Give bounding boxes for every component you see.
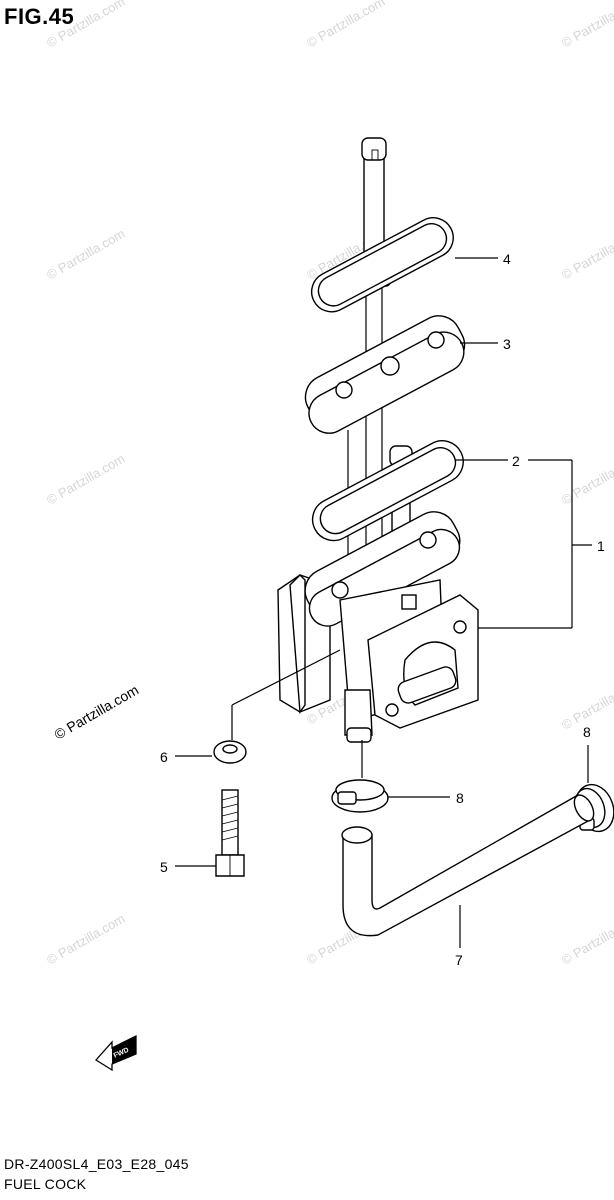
callout-3: 3: [503, 336, 511, 352]
figure-title: FIG.45: [4, 4, 75, 29]
washer-part-6: [213, 740, 247, 764]
gasket-plate-part-3: [304, 315, 466, 434]
o-ring-part-2: [311, 440, 464, 542]
diagram-code: DR-Z400SL4_E03_E28_045: [4, 1156, 189, 1172]
watermark: © Partzilla.com: [559, 911, 614, 968]
watermark: © Partzilla.com: [44, 911, 127, 968]
forward-direction-arrow-icon: FWD: [95, 1034, 137, 1072]
callout-7: 7: [455, 952, 463, 968]
watermark: © Partzilla.com: [304, 0, 387, 51]
callout-6: 6: [160, 749, 168, 765]
section-name: FUEL COCK: [4, 1176, 87, 1192]
callout-2: 2: [512, 453, 520, 469]
callout-8b: 8: [583, 724, 591, 740]
callout-8a: 8: [456, 790, 464, 806]
callout-labels: 4 3 2 1 6 5 8 8 7: [160, 251, 605, 968]
watermark: © Partzilla.com: [559, 226, 614, 283]
watermark: © Partzilla.com: [44, 226, 127, 283]
watermark: © Partzilla.com: [559, 0, 614, 51]
hose-clamp-part-8-left: [331, 779, 389, 813]
exploded-parts-diagram: © Partzilla.com © Partzilla.com © Partzi…: [44, 0, 614, 1072]
callout-1: 1: [597, 538, 605, 554]
watermark: © Partzilla.com: [559, 451, 614, 508]
watermark: © Partzilla.com: [44, 0, 127, 51]
callout-4: 4: [503, 251, 511, 267]
fuel-hose-part-7: [341, 794, 595, 937]
o-ring-part-4: [310, 217, 454, 313]
watermark: © Partzilla.com: [44, 451, 127, 508]
watermark: © Partzilla.com: [52, 682, 142, 743]
leader-lines: [175, 257, 592, 948]
bolt-part-5: [215, 789, 245, 877]
fuel-cock-body-part-1: [277, 511, 479, 743]
callout-5: 5: [160, 859, 168, 875]
